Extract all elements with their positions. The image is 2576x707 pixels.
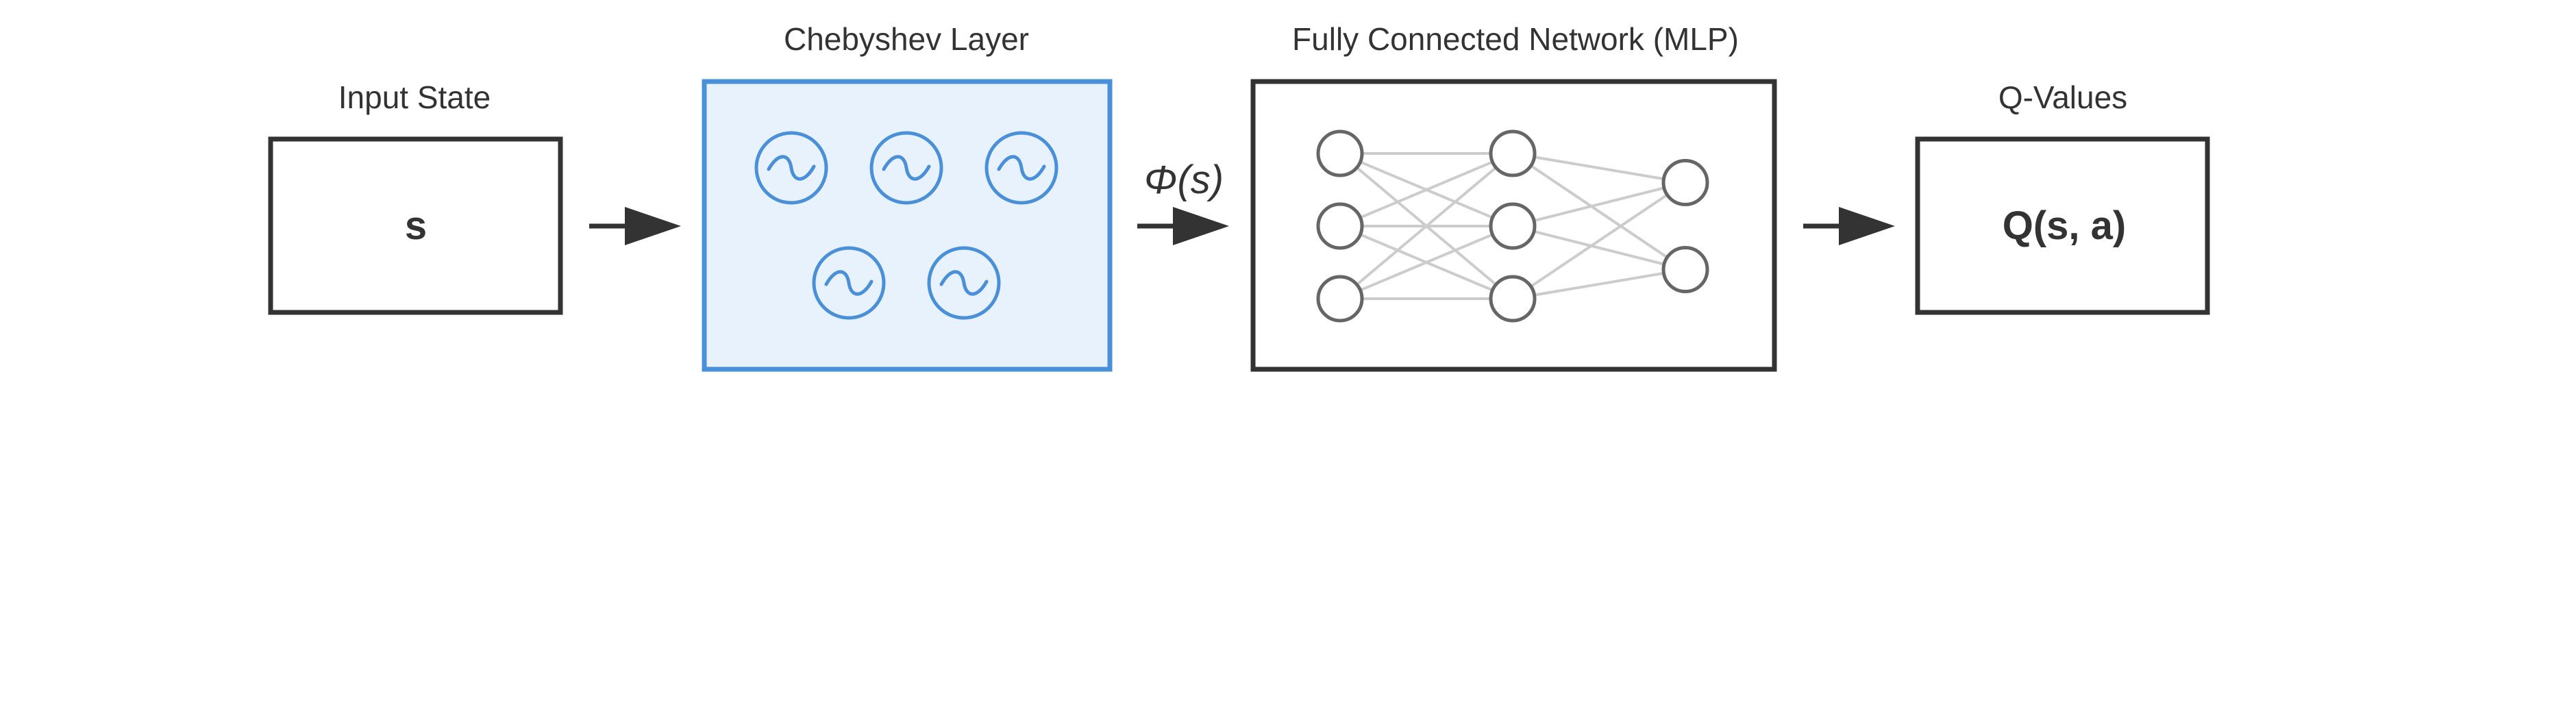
mlp-neuron-layer-2 <box>1489 202 1537 250</box>
mlp-neuron-layer-2 <box>1489 275 1537 323</box>
sine-wave-icon-ring <box>754 131 828 205</box>
input-state-caption: Input State <box>338 79 491 115</box>
mlp-neuron-layer-1 <box>1316 129 1364 177</box>
mlp-neurons <box>1316 129 1709 323</box>
sine-wave-icon-curve <box>767 155 816 181</box>
sine-wave-icon-ring <box>812 246 886 320</box>
q-values-label: Q(s, a) <box>2003 203 2127 248</box>
mlp-connection <box>1511 152 1687 271</box>
mlp-caption: Fully Connected Network (MLP) <box>1292 21 1739 57</box>
arrow-mlp-to-output <box>1803 207 1895 245</box>
mlp-connection <box>1511 181 1687 300</box>
mlp-neuron-layer-3 <box>1661 159 1709 206</box>
sine-wave-icon <box>812 246 886 320</box>
sine-wave-icon-curve <box>824 270 874 296</box>
sine-wave-icon <box>754 131 828 205</box>
q-values-stage: Q-Values Q(s, a) <box>1915 79 2210 315</box>
sine-wave-icon-curve <box>882 155 931 181</box>
sine-wave-icon <box>984 131 1058 205</box>
sine-wave-icon-curve <box>939 270 989 296</box>
input-state-box <box>268 136 563 315</box>
arrow-head <box>625 207 681 245</box>
mlp-neuron-layer-3 <box>1661 246 1709 293</box>
sine-wave-icon-ring <box>927 246 1001 320</box>
mlp-connection <box>1512 181 1686 227</box>
sine-wave-icon-curve <box>997 155 1046 181</box>
mlp-connections <box>1339 152 1687 300</box>
sine-wave-icon <box>869 131 943 205</box>
arrow-head <box>1173 207 1229 245</box>
arrow-input-to-chebyshev <box>589 207 681 245</box>
mlp-connection <box>1512 225 1686 271</box>
mlp-connection <box>1339 152 1514 300</box>
mlp-stage: Fully Connected Network (MLP) <box>1250 21 1777 372</box>
chebyshev-layer-caption: Chebyshev Layer <box>784 21 1029 57</box>
phi-label: Φ(s) <box>1144 158 1224 202</box>
chebyshev-layer-box <box>702 79 1113 372</box>
mlp-connection <box>1512 152 1686 184</box>
arrow-chebyshev-to-mlp: Φ(s) <box>1137 158 1229 245</box>
mlp-connection <box>1339 225 1513 300</box>
mlp-connection <box>1512 268 1686 300</box>
chebyshev-layer-stage: Chebyshev Layer <box>702 21 1113 372</box>
mlp-neuron-layer-1 <box>1316 202 1364 250</box>
mlp-neuron-layer-1 <box>1316 275 1364 323</box>
sine-wave-icon <box>927 246 1001 320</box>
chebyshev-basis-group <box>754 131 1058 320</box>
sine-wave-icon-ring <box>869 131 943 205</box>
input-state-label: s <box>405 203 427 248</box>
arrow-head <box>1839 207 1895 245</box>
mlp-connection <box>1339 152 1513 227</box>
mlp-neuron-layer-2 <box>1489 129 1537 177</box>
sine-wave-icon-ring <box>984 131 1058 205</box>
input-state-stage: Input State s <box>268 79 563 315</box>
q-values-box <box>1915 136 2210 315</box>
q-values-caption: Q-Values <box>1998 79 2127 115</box>
